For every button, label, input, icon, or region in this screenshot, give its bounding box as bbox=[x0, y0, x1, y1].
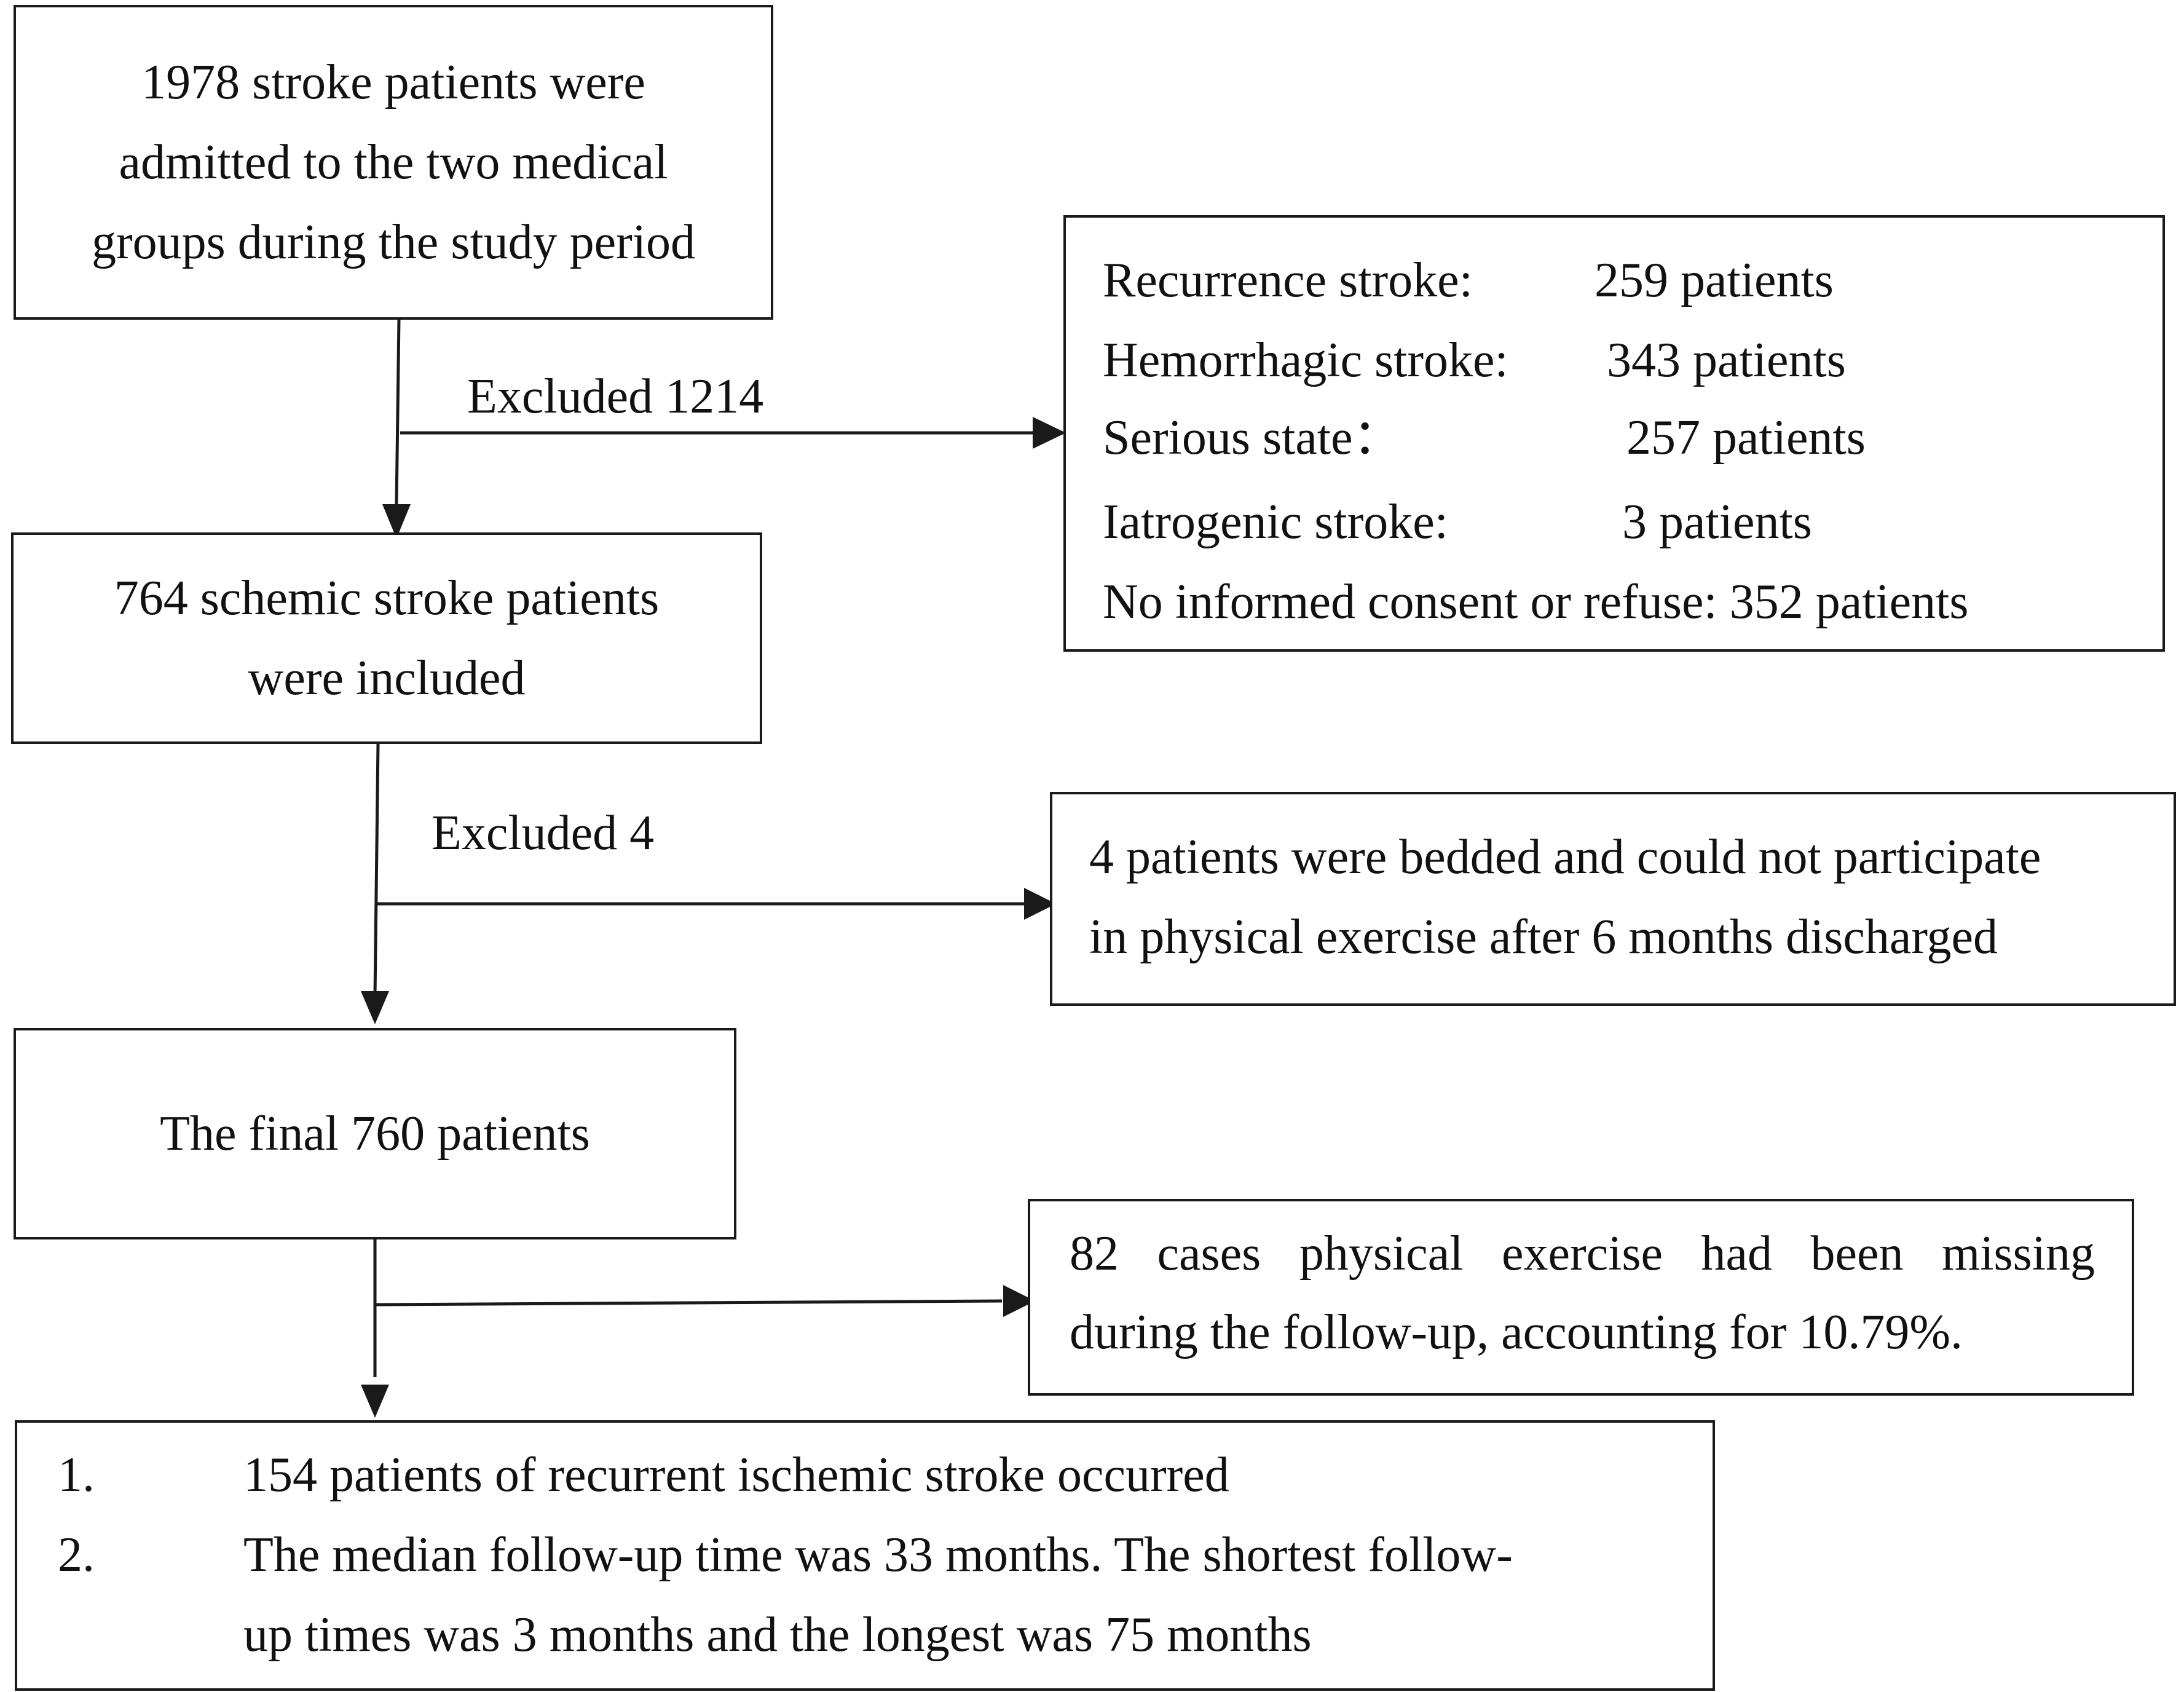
missing-box: 82 cases physical exercise had been miss… bbox=[1028, 1199, 2134, 1396]
arrowhead-exclusions bbox=[1033, 417, 1066, 449]
arrow-admitted-to-included bbox=[395, 319, 401, 505]
outcome-text-2-line-2: up times was 3 months and the longest wa… bbox=[243, 1608, 1312, 1662]
outcome-text-1: 154 patients of recurrent ischemic strok… bbox=[243, 1448, 1229, 1502]
exclusion-reason-recurrence: Recurrence stroke: bbox=[1103, 253, 1473, 307]
included-line-1: 764 schemic stroke patients bbox=[114, 571, 660, 625]
bedded-line-2: in physical exercise after 6 months disc… bbox=[1089, 910, 1998, 964]
included-line-2: were included bbox=[248, 651, 526, 705]
missing-line-1: 82 cases physical exercise had been miss… bbox=[1070, 1227, 2095, 1281]
admitted-box: 1978 stroke patients were admitted to th… bbox=[14, 5, 773, 320]
exclusion-count-serious: 257 patients bbox=[1626, 411, 1866, 465]
arrow-to-missing bbox=[374, 1299, 1003, 1307]
outcome-text-2-line-1: The median follow-up time was 33 months.… bbox=[243, 1528, 1513, 1582]
outcomes-box: 1. 154 patients of recurrent ischemic st… bbox=[15, 1420, 1715, 1691]
final-line-1: The final 760 patients bbox=[160, 1107, 590, 1161]
exclusion-reason-consent: No informed consent or refuse: 352 patie… bbox=[1103, 575, 1969, 629]
outcome-number-2: 2. bbox=[58, 1528, 95, 1582]
arrowhead-final bbox=[361, 991, 389, 1024]
exclusion-reason-iatrogenic: Iatrogenic stroke: bbox=[1103, 495, 1448, 549]
bedded-box: 4 patients were bedded and could not par… bbox=[1050, 792, 2176, 1006]
arrowhead-outcomes bbox=[361, 1385, 389, 1418]
exclusion-reason-serious: Serious state： bbox=[1103, 411, 1402, 465]
bedded-line-1: 4 patients were bedded and could not par… bbox=[1089, 830, 2041, 884]
excluded-second-label: Excluded 4 bbox=[432, 806, 655, 860]
exclusions-box: Recurrence stroke: 259 patients Hemorrha… bbox=[1063, 215, 2165, 652]
outcome-number-1: 1. bbox=[58, 1448, 95, 1502]
exclusion-reason-hemorrhagic: Hemorrhagic stroke: bbox=[1103, 333, 1508, 387]
admitted-line-2: admitted to the two medical bbox=[119, 135, 668, 189]
excluded-first-label: Excluded 1214 bbox=[467, 370, 764, 424]
final-box: The final 760 patients bbox=[14, 1028, 736, 1239]
included-box: 764 schemic stroke patients were include… bbox=[11, 532, 762, 744]
exclusion-count-hemorrhagic: 343 patients bbox=[1607, 333, 1846, 387]
exclusion-count-iatrogenic: 3 patients bbox=[1622, 495, 1812, 549]
arrow-included-to-final bbox=[373, 743, 380, 997]
admitted-line-1: 1978 stroke patients were bbox=[141, 55, 645, 109]
missing-line-2: during the follow-up, accounting for 10.… bbox=[1070, 1305, 1963, 1359]
admitted-line-3: groups during the study period bbox=[91, 215, 696, 269]
exclusion-count-recurrence: 259 patients bbox=[1595, 253, 1834, 307]
